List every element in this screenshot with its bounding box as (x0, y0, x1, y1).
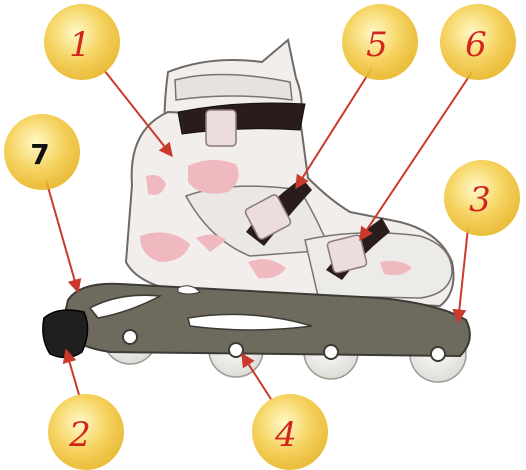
callout-4: 4 (252, 394, 328, 470)
callout-label: 2 (68, 415, 91, 455)
axle (229, 343, 243, 357)
callout-3: 3 (444, 160, 520, 236)
callout-6: 6 (440, 4, 516, 80)
boot-toe (305, 233, 452, 298)
pink-accent (188, 160, 239, 194)
callout-7: 7 (4, 114, 80, 190)
callout-label: 5 (366, 25, 388, 65)
callout-1: 1 (44, 4, 120, 80)
axle (324, 345, 338, 359)
callout-label: 4 (274, 415, 297, 455)
cuff-buckle (206, 110, 236, 146)
arrow-5 (296, 68, 372, 188)
axle (431, 347, 445, 361)
arrow-3 (458, 228, 468, 322)
callout-label: 7 (30, 138, 49, 171)
callout-2: 2 (48, 394, 124, 470)
callout-5: 5 (342, 4, 418, 80)
callout-label: 3 (469, 180, 491, 220)
callout-label: 6 (465, 25, 487, 65)
axle (123, 330, 137, 344)
callout-label: 1 (69, 25, 91, 65)
arrow-7 (46, 180, 78, 292)
